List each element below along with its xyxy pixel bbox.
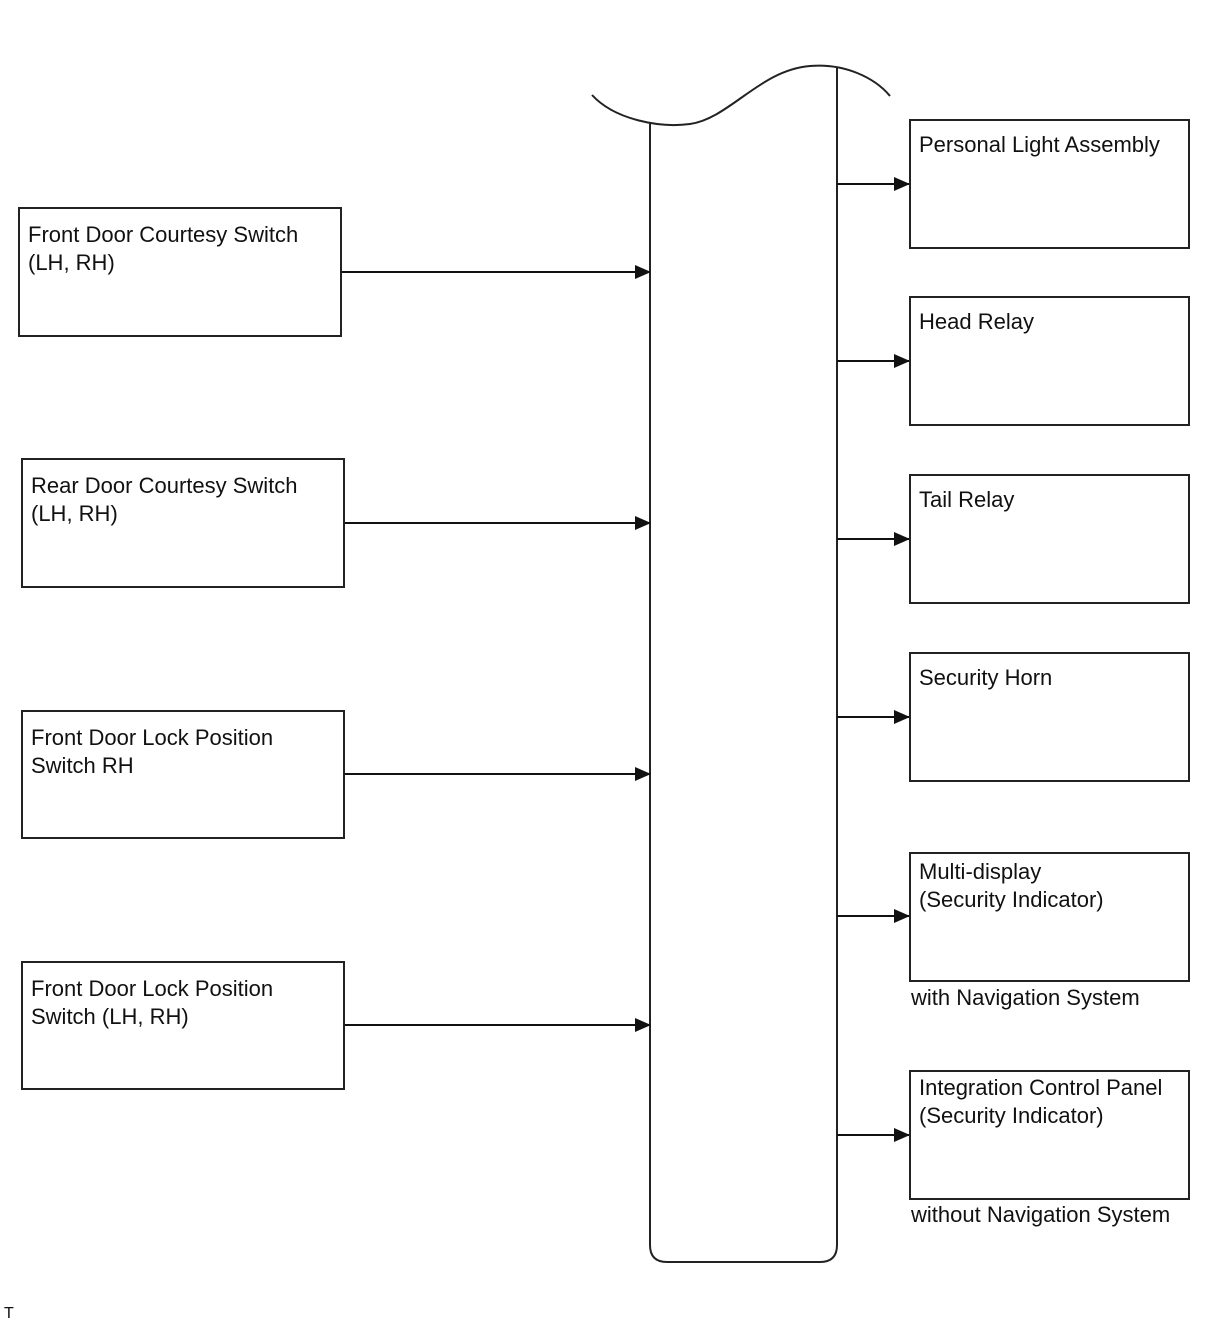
box-label-line: Switch RH — [31, 753, 134, 778]
input-box-front-door-courtesy-switch: Front Door Courtesy Switch (LH, RH) — [18, 207, 342, 337]
output-box-tail-relay: Tail Relay — [909, 474, 1190, 604]
output-box-security-horn: Security Horn — [909, 652, 1190, 782]
box-label-line: Multi-display — [919, 859, 1042, 884]
output-box-personal-light-assembly: Personal Light Assembly — [909, 119, 1190, 249]
box-label-line: Head Relay — [919, 309, 1034, 334]
box-label-line: (LH, RH) — [31, 501, 118, 526]
box-label-line: Front Door Lock Position — [31, 725, 274, 750]
output-note-without-navigation: without Navigation System — [911, 1202, 1171, 1227]
input-box-front-door-lock-position-switch-lh-rh: Front Door Lock Position Switch (LH, RH) — [21, 961, 345, 1090]
box-label-line: (Security Indicator) — [919, 1103, 1104, 1128]
corner-mark: T — [4, 1305, 14, 1322]
box-label-line: Integration Control Panel — [919, 1075, 1163, 1100]
box-label-line: Front Door Courtesy Switch — [28, 222, 299, 247]
box-label-line: Security Horn — [919, 665, 1053, 690]
output-note-with-navigation: with Navigation System — [911, 985, 1140, 1010]
output-box-head-relay: Head Relay — [909, 296, 1190, 426]
ecu-bus-outline — [649, 67, 838, 1263]
box-label-line: Tail Relay — [919, 487, 1015, 512]
box-label-line: Rear Door Courtesy Switch — [31, 473, 298, 498]
box-label-line: (LH, RH) — [28, 250, 115, 275]
input-box-rear-door-courtesy-switch: Rear Door Courtesy Switch (LH, RH) — [21, 458, 345, 588]
box-label-line: Front Door Lock Position — [31, 976, 274, 1001]
output-box-integration-control-panel: Integration Control Panel (Security Indi… — [909, 1070, 1190, 1200]
box-label-line: Personal Light Assembly — [919, 132, 1160, 157]
ecu-break-line — [591, 64, 891, 126]
output-box-multi-display: Multi-display (Security Indicator) — [909, 852, 1190, 982]
box-label-line: (Security Indicator) — [919, 887, 1104, 912]
box-label-line: Switch (LH, RH) — [31, 1004, 189, 1029]
input-box-front-door-lock-position-switch-rh: Front Door Lock Position Switch RH — [21, 710, 345, 839]
